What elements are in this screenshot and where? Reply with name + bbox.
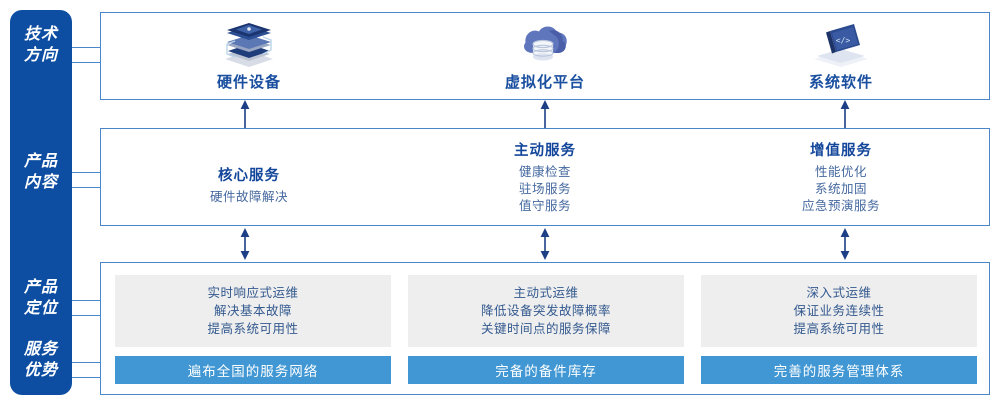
connector-position-top xyxy=(66,300,102,301)
content-column-active-service[interactable]: 主动服务 健康检查 驻场服务 值守服务 xyxy=(397,129,693,225)
arrow-bidirectional-content-to-position-2 xyxy=(540,228,550,260)
content-line: 驻场服务 xyxy=(518,182,571,196)
content-title-core: 核心服务 xyxy=(217,168,280,184)
content-line: 值守服务 xyxy=(518,199,571,213)
content-line: 应急预演服务 xyxy=(801,199,880,213)
tech-column-system-software[interactable]: </> 系统软件 xyxy=(693,13,989,99)
position-line: 降低设备突发故障概率 xyxy=(480,304,611,318)
content-line: 性能优化 xyxy=(814,165,867,179)
content-title-value-added: 增值服务 xyxy=(809,143,872,159)
connector-tech-bot xyxy=(66,62,102,63)
product-position-row: 实时响应式运维 解决基本故障 提高系统可用性 主动式运维 降低设备突发故障概率 … xyxy=(115,275,977,347)
connector-advantage-bot xyxy=(66,377,102,378)
category-rail xyxy=(10,10,72,395)
server-stack-icon xyxy=(219,21,279,67)
connector-content-top xyxy=(66,172,102,173)
position-line: 提高系统可用性 xyxy=(793,322,885,336)
position-line: 深入式运维 xyxy=(806,286,872,300)
advantage-box-network[interactable]: 遍布全国的服务网络 xyxy=(115,356,391,384)
position-and-advantage-panel: 实时响应式运维 解决基本故障 提高系统可用性 主动式运维 降低设备突发故障概率 … xyxy=(100,262,990,395)
content-column-core-service[interactable]: 核心服务 硬件故障解决 xyxy=(101,129,397,225)
rail-item-product-content[interactable]: 产品 内容 xyxy=(10,151,72,193)
advantage-label: 完善的服务管理体系 xyxy=(773,364,905,379)
position-line: 保证业务连续性 xyxy=(793,304,885,318)
svg-text:</>: </> xyxy=(836,36,851,45)
rail-label-line: 产品 xyxy=(23,279,58,296)
advantage-label: 遍布全国的服务网络 xyxy=(187,364,319,379)
cloud-database-icon xyxy=(516,21,574,67)
advantage-box-management-system[interactable]: 完善的服务管理体系 xyxy=(701,356,977,384)
rail-label-line: 内容 xyxy=(23,174,58,191)
position-box-realtime[interactable]: 实时响应式运维 解决基本故障 提高系统可用性 xyxy=(115,275,391,347)
rail-item-product-position[interactable]: 产品 定位 xyxy=(10,277,72,319)
connector-position-bot xyxy=(66,315,102,316)
tech-direction-panel: 硬件设备 虚拟化平台 xyxy=(100,12,990,100)
content-column-value-added-service[interactable]: 增值服务 性能优化 系统加固 应急预演服务 xyxy=(693,129,989,225)
connector-advantage-top xyxy=(66,362,102,363)
position-box-proactive[interactable]: 主动式运维 降低设备突发故障概率 关键时间点的服务保障 xyxy=(408,275,684,347)
tech-column-virtualization[interactable]: 虚拟化平台 xyxy=(397,13,693,99)
rail-item-tech-direction[interactable]: 技术 方向 xyxy=(10,24,72,66)
rail-label-line: 服务 xyxy=(23,341,58,358)
arrow-bidirectional-content-to-position-3 xyxy=(840,228,850,260)
product-content-panel: 核心服务 硬件故障解决 主动服务 健康检查 驻场服务 值守服务 增值服务 性能优… xyxy=(100,128,990,226)
position-line: 关键时间点的服务保障 xyxy=(480,322,611,336)
advantage-box-spare-parts[interactable]: 完备的备件库存 xyxy=(408,356,684,384)
rail-label-line: 方向 xyxy=(23,47,58,64)
service-advantage-row: 遍布全国的服务网络 完备的备件库存 完善的服务管理体系 xyxy=(115,356,977,384)
content-line: 健康检查 xyxy=(518,165,571,179)
connector-content-bot xyxy=(66,187,102,188)
rail-item-service-advantage[interactable]: 服务 优势 xyxy=(10,339,72,381)
position-line: 主动式运维 xyxy=(513,286,579,300)
rail-label-line: 优势 xyxy=(23,362,58,379)
tech-label-virtualization: 虚拟化平台 xyxy=(504,73,585,91)
position-box-indepth[interactable]: 深入式运维 保证业务连续性 提高系统可用性 xyxy=(701,275,977,347)
laptop-code-icon: </> xyxy=(810,21,872,67)
arrow-up-tech-to-content-2 xyxy=(540,100,550,128)
arrow-up-tech-to-content-1 xyxy=(240,100,250,128)
rail-label-line: 定位 xyxy=(23,300,58,317)
advantage-label: 完备的备件库存 xyxy=(495,364,597,379)
content-line: 硬件故障解决 xyxy=(209,190,288,204)
position-line: 提高系统可用性 xyxy=(207,322,299,336)
arrow-up-tech-to-content-3 xyxy=(840,100,850,128)
content-line: 系统加固 xyxy=(814,182,867,196)
position-line: 解决基本故障 xyxy=(213,304,292,318)
tech-label-system-software: 系统软件 xyxy=(808,73,873,91)
rail-label-line: 技术 xyxy=(23,26,58,43)
arrow-bidirectional-content-to-position-1 xyxy=(240,228,250,260)
position-line: 实时响应式运维 xyxy=(207,286,299,300)
rail-label-line: 产品 xyxy=(23,153,58,170)
content-title-active: 主动服务 xyxy=(513,143,576,159)
tech-column-hardware[interactable]: 硬件设备 xyxy=(101,13,397,99)
connector-tech-top xyxy=(66,47,102,48)
tech-label-hardware: 硬件设备 xyxy=(216,73,281,91)
